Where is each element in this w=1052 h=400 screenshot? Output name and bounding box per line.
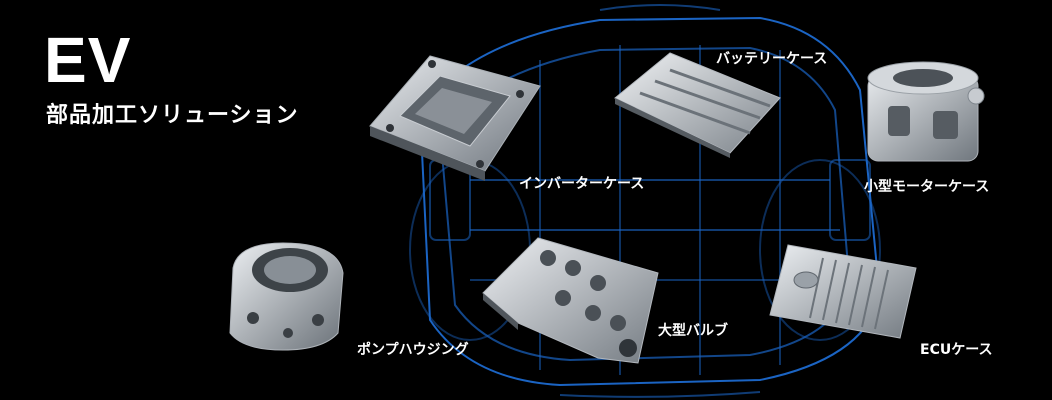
large-valve-label: 大型バルブ bbox=[658, 323, 728, 339]
inverter-case-image bbox=[369, 55, 541, 181]
inverter-case-label: インバーターケース bbox=[519, 176, 645, 192]
battery-case-image bbox=[614, 52, 781, 158]
large-valve-image bbox=[482, 237, 659, 364]
headline-subtitle: 部品加工ソリューション bbox=[46, 103, 299, 128]
small-motor-case-label: 小型モーターケース bbox=[864, 179, 990, 195]
pump-housing-label: ポンプハウジング bbox=[357, 342, 469, 358]
headline-title: EV bbox=[44, 24, 132, 96]
ecu-case-image bbox=[769, 244, 917, 339]
ecu-case-label: ECUケース bbox=[920, 342, 993, 358]
small-motor-case-image bbox=[867, 61, 985, 162]
battery-case-label: バッテリーケース bbox=[716, 51, 828, 67]
pump-housing-image bbox=[229, 242, 344, 351]
